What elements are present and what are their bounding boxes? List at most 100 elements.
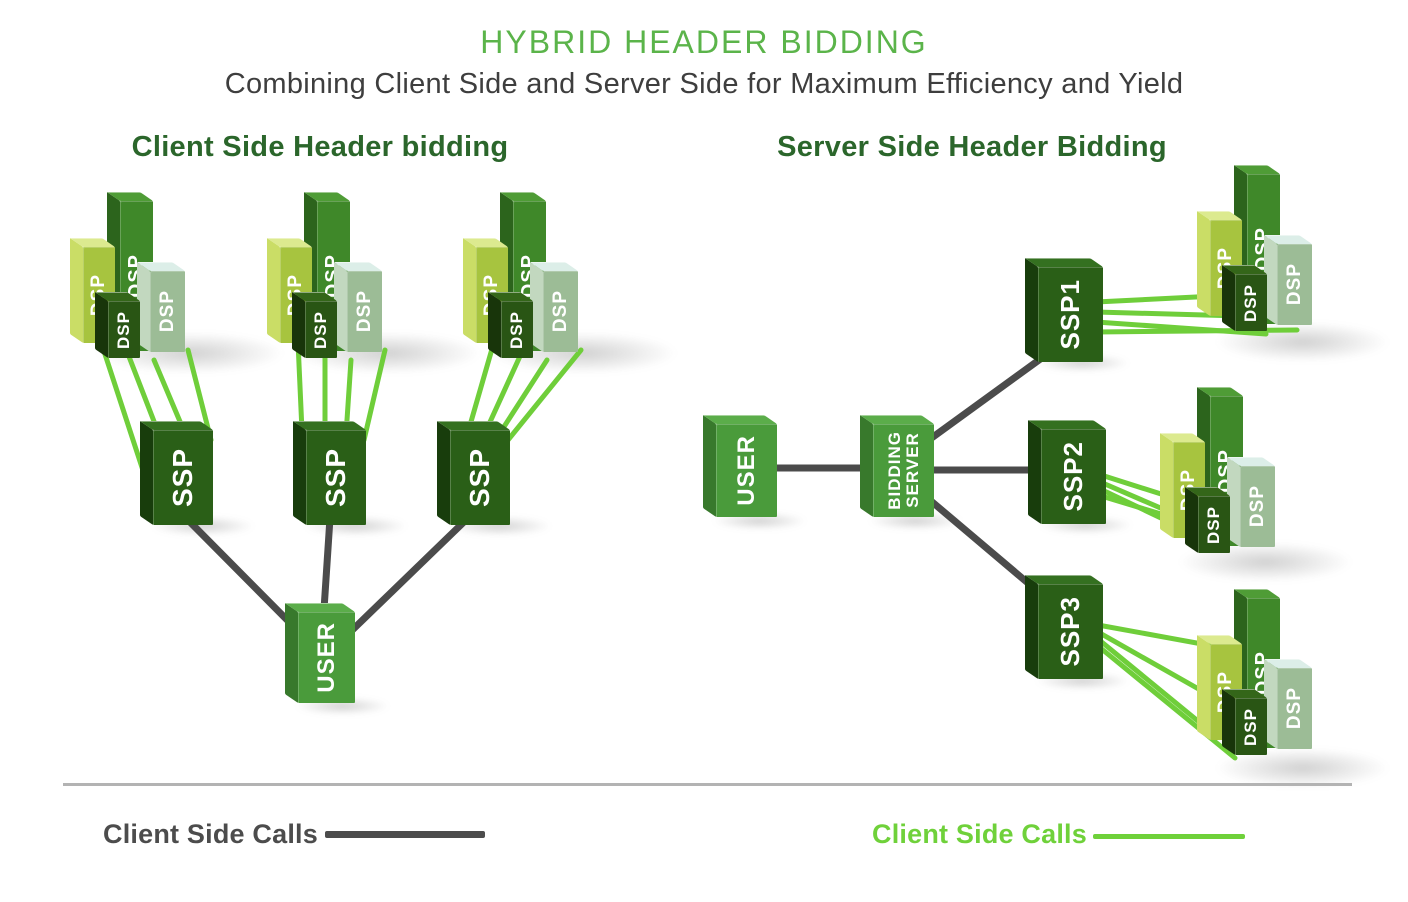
box-front-face: SSP2	[1041, 429, 1106, 524]
dsp-cluster-left-1-dsp-box: DSP	[95, 291, 140, 358]
box-label: DSP	[1241, 283, 1261, 322]
box-label: SSP	[167, 447, 199, 508]
box-label: DSP	[156, 290, 178, 333]
ssp2-box: SSP2	[1028, 419, 1106, 524]
biddingserver-ssp1-line	[911, 348, 1054, 454]
ssp1-box: SSP1	[1025, 257, 1103, 362]
box-label-line: BIDDING	[884, 431, 904, 510]
box-front-face: DSP	[1235, 274, 1267, 331]
box-side-face	[1185, 486, 1198, 553]
dsp-cluster-right-3-dsp-box: DSP	[1222, 688, 1267, 755]
box-label: DSP	[507, 310, 527, 349]
box-front-face: SSP1	[1038, 267, 1103, 362]
box-label: SSP	[464, 447, 496, 508]
box-label: USER	[312, 622, 340, 693]
box-top-face	[703, 415, 777, 424]
box-side-face	[1222, 688, 1235, 755]
box-top-face	[1028, 420, 1106, 429]
box-top-face	[437, 421, 510, 430]
box-top-face	[1025, 258, 1103, 267]
box-side-face	[1197, 210, 1210, 316]
ssp-box-left-2: SSP	[293, 420, 366, 525]
box-top-face	[1025, 575, 1103, 584]
dsp-cluster-right-1-dsp-box: DSP	[1264, 234, 1312, 325]
ssp-user-call-line	[338, 514, 472, 644]
box-front-face: DSP	[1198, 496, 1230, 553]
left-section-heading: Client Side Header bidding	[131, 131, 509, 163]
ssp3-box: SSP3	[1025, 574, 1103, 679]
box-label: USER	[732, 435, 760, 506]
user-box-right: USER	[703, 414, 777, 517]
ssp-box-left-1: SSP	[140, 420, 213, 525]
ssp-box-left-3: SSP	[437, 420, 510, 525]
box-top-face	[285, 603, 355, 612]
box-front-face: SSP	[450, 430, 510, 525]
right-section-heading: Server Side Header Bidding	[777, 131, 1167, 163]
box-front-face: DSP	[1235, 698, 1267, 755]
box-side-face	[1025, 574, 1038, 679]
box-front-face: DSP	[305, 301, 337, 358]
box-side-face	[140, 420, 153, 525]
box-label: SSP3	[1054, 596, 1085, 667]
box-label: SSP2	[1057, 441, 1088, 512]
client-side-calls-swatch-gray	[325, 831, 485, 838]
box-label: DSP	[114, 310, 134, 349]
dsp-cluster-left-3-dsp-box: DSP	[530, 261, 578, 352]
box-label-line: SERVER	[902, 432, 922, 509]
box-top-face	[860, 415, 934, 424]
box-side-face	[267, 237, 280, 343]
box-front-face: DSP	[1240, 466, 1275, 547]
box-side-face	[1025, 257, 1038, 362]
page-title: HYBRID HEADER BIDDING	[480, 24, 928, 60]
client-side-calls-label-right: Client Side Calls	[872, 819, 1087, 849]
ssp-dsp-call-line	[1093, 293, 1219, 305]
box-front-face: DSP	[1277, 244, 1312, 325]
box-front-face: DSP	[150, 271, 185, 352]
dsp-cluster-left-3-dsp-box: DSP	[488, 291, 533, 358]
box-side-face	[1028, 419, 1041, 524]
box-side-face	[293, 420, 306, 525]
dsp-cluster-left-2-dsp-box: DSP	[334, 261, 382, 352]
box-front-face: DSP	[501, 301, 533, 358]
dsp-cluster-right-3-dsp-box: DSP	[1264, 658, 1312, 749]
client-side-calls-label-left: Client Side Calls	[103, 819, 318, 849]
dsp-cluster-left-1-dsp-box: DSP	[137, 261, 185, 352]
box-side-face	[95, 291, 108, 358]
box-front-face: SSP	[153, 430, 213, 525]
box-front-face: SSP3	[1038, 584, 1103, 679]
box-label: SSP1	[1054, 279, 1085, 350]
dsp-cluster-left-2-dsp-box: DSP	[292, 291, 337, 358]
box-front-face: DSP	[543, 271, 578, 352]
box-front-face: SSP	[306, 430, 366, 525]
dsp-cluster-right-2-dsp-box: DSP	[1185, 486, 1230, 553]
box-front-face: DSP	[108, 301, 140, 358]
box-front-face: USER	[716, 424, 777, 517]
client-side-calls-swatch-green	[1093, 834, 1245, 839]
box-side-face	[463, 237, 476, 343]
dsp-ssp-call-line	[505, 347, 584, 443]
box-front-face: DSP	[1277, 668, 1312, 749]
user-box-left: USER	[285, 602, 355, 703]
ssp-dsp-call-line	[1095, 636, 1218, 738]
box-label: DSP	[1204, 505, 1224, 544]
dsp-cluster-right-2-dsp-box: DSP	[1227, 456, 1275, 547]
box-label: DSP	[1283, 263, 1305, 306]
box-side-face	[437, 420, 450, 525]
box-side-face	[285, 602, 298, 703]
box-side-face	[1197, 634, 1210, 740]
page-subtitle: Combining Client Side and Server Side fo…	[224, 68, 1184, 100]
box-front-face: DSP	[347, 271, 382, 352]
box-label: DSP	[311, 310, 331, 349]
box-side-face	[1160, 432, 1173, 538]
box-label: DSP	[1283, 687, 1305, 730]
box-label: DSP	[1246, 485, 1268, 528]
box-label: DSP	[353, 290, 375, 333]
box-side-face	[292, 291, 305, 358]
box-front-face: USER	[298, 612, 355, 703]
box-side-face	[703, 414, 716, 517]
box-side-face	[1222, 264, 1235, 331]
box-top-face	[293, 421, 366, 430]
